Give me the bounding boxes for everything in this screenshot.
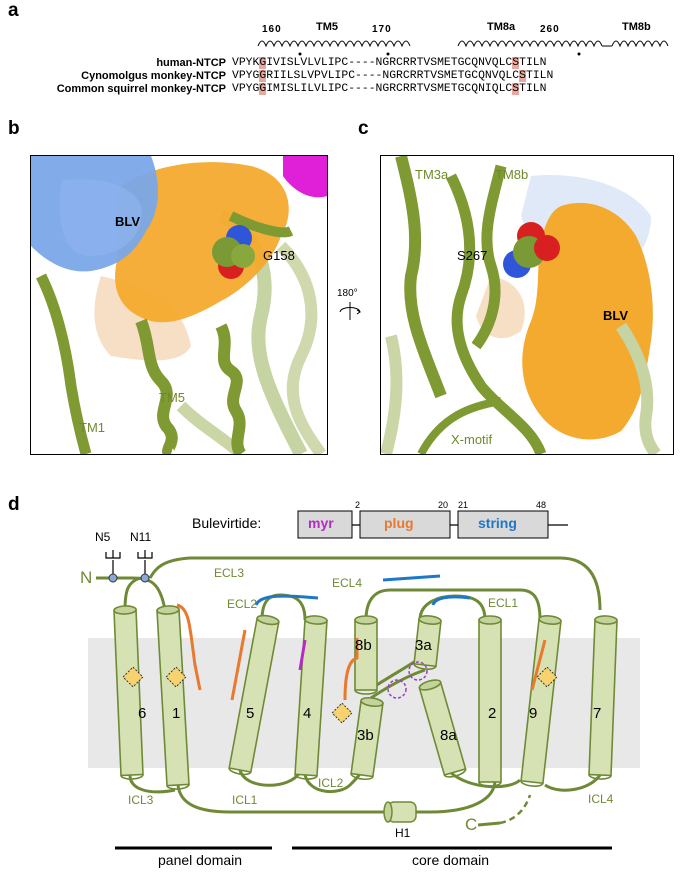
c-terminus-label: C: [465, 815, 478, 834]
structure-image-c: TM3a TM8b S267 BLV X-motif: [380, 155, 674, 455]
helix-label-1: 1: [172, 705, 181, 722]
residue-48: 48: [536, 500, 547, 510]
structure-render-b: [31, 156, 327, 454]
panel-letter-b: b: [8, 118, 20, 139]
h1-helix: [383, 801, 417, 823]
icl3-label: ICL3: [128, 793, 154, 807]
icl1-label: ICL1: [232, 793, 258, 807]
tm8b-label-c: TM8b: [495, 167, 529, 182]
helix-6: [113, 605, 144, 780]
helix-3b: [350, 696, 384, 781]
x-motif-label: X-motif: [451, 432, 493, 447]
panel-letter-a: a: [8, 0, 19, 21]
glycosylation-icons: [105, 550, 153, 576]
ecl1-label: ECL1: [488, 596, 519, 610]
core-domain-label: core domain: [412, 852, 490, 868]
string-segment: [457, 510, 549, 539]
rotation-label: 180°: [337, 288, 358, 299]
sequence-row-squirrel: VPYGGIMISLILVLIPC----NGRCRRTVSMETGCQNIQL…: [232, 83, 547, 95]
ecl4-label: ECL4: [332, 576, 363, 590]
glyco-site-n11: [140, 573, 150, 583]
residue-21: 21: [458, 500, 469, 510]
ecl2-label: ECL2: [227, 597, 258, 611]
tm8b-helix-coil: [611, 40, 669, 48]
residue-number-260: 260: [540, 24, 560, 35]
helix-8a: [418, 679, 467, 778]
tm3a-label: TM3a: [415, 167, 449, 182]
loop-paths: [96, 556, 602, 814]
helix-8b: [354, 615, 378, 695]
helix-3a: [413, 615, 442, 670]
residue-number-170: 170: [372, 24, 392, 35]
icl2-label: ICL2: [318, 776, 344, 790]
icl4-label: ICL4: [588, 792, 614, 806]
h1-label: H1: [395, 826, 411, 840]
topology-diagram: [88, 510, 640, 850]
helix-label-3b: 3b: [357, 727, 374, 744]
plug-contact-marks: [176, 603, 547, 701]
panel-letter-c: c: [358, 118, 369, 139]
tm8a-label: TM8a: [487, 21, 516, 33]
string-label: string: [478, 515, 517, 531]
structure-image-b: BLV G158 TM5 TM1: [30, 155, 328, 455]
helix-label-4: 4: [303, 705, 312, 722]
plug-label: plug: [384, 515, 414, 531]
bulevirtide-schematic: [297, 510, 568, 539]
n-terminus-label: N: [80, 568, 93, 587]
c-terminus-dashed: [499, 794, 532, 825]
helix-7: [588, 615, 618, 780]
rotation-arrow-icon: [339, 302, 361, 320]
myr-label: myr: [308, 515, 334, 531]
residue-2: 2: [355, 500, 361, 510]
residue-number-160: 160: [262, 24, 282, 35]
secondary-structure-track: [257, 40, 669, 56]
species-label-squirrel: Common squirrel monkey-NTCP: [56, 83, 226, 95]
panel-letter-d: d: [8, 494, 20, 515]
helix-label-5: 5: [246, 705, 255, 722]
sequence-row-human: VPYKGIVISLVLVLIPC----NGRCRRTVSMETGCQNVQL…: [232, 57, 547, 69]
myr-contact-mark: [298, 639, 307, 671]
glyco-label-n5: N5: [95, 530, 111, 544]
tm1-label-b: TM1: [79, 420, 105, 435]
helix-label-8b: 8b: [355, 637, 372, 654]
ion-site-2: [408, 661, 428, 681]
sequence-row-cynomolgus: VPYGGRIILSLVPVLIPC----NGRCRRTVSMETGCQNVQ…: [232, 70, 554, 82]
tm5-helix-coil: [257, 40, 411, 48]
panel-domain-label: panel domain: [158, 852, 243, 868]
helix-2: [478, 615, 502, 787]
glyco-site-n5: [108, 573, 118, 583]
g158-label: G158: [263, 248, 295, 263]
tm5-label-b: TM5: [159, 390, 185, 405]
residue-20: 20: [438, 500, 449, 510]
helix-label-9: 9: [529, 705, 538, 722]
tm8a-helix-coil: [457, 40, 603, 48]
helix-1: [156, 605, 190, 790]
helix-label-8a: 8a: [440, 727, 457, 744]
helix-9: [520, 615, 562, 787]
tm8b-label: TM8b: [622, 21, 651, 33]
blv-label-b: BLV: [115, 214, 141, 229]
ion-site-1: [387, 679, 407, 699]
tm5-label: TM5: [316, 21, 338, 33]
myr-segment: [297, 510, 353, 539]
helix-label-7: 7: [593, 705, 602, 722]
plug-segment: [359, 510, 451, 539]
glyco-label-n11: N11: [130, 530, 152, 544]
species-label-human: human-NTCP: [156, 57, 226, 69]
helix-5: [228, 614, 280, 776]
helix-label-6: 6: [138, 705, 147, 722]
helix-label-3a: 3a: [415, 637, 432, 654]
bulevirtide-label: Bulevirtide:: [192, 515, 262, 531]
blv-label-c: BLV: [603, 308, 629, 323]
species-label-cynomolgus: Cynomolgus monkey-NTCP: [81, 70, 226, 82]
string-contact-marks: [254, 574, 471, 606]
structure-render-c: [381, 156, 661, 454]
s267-label: S267: [457, 248, 488, 263]
helix-label-2: 2: [488, 705, 497, 722]
ecl3-label: ECL3: [214, 566, 245, 580]
